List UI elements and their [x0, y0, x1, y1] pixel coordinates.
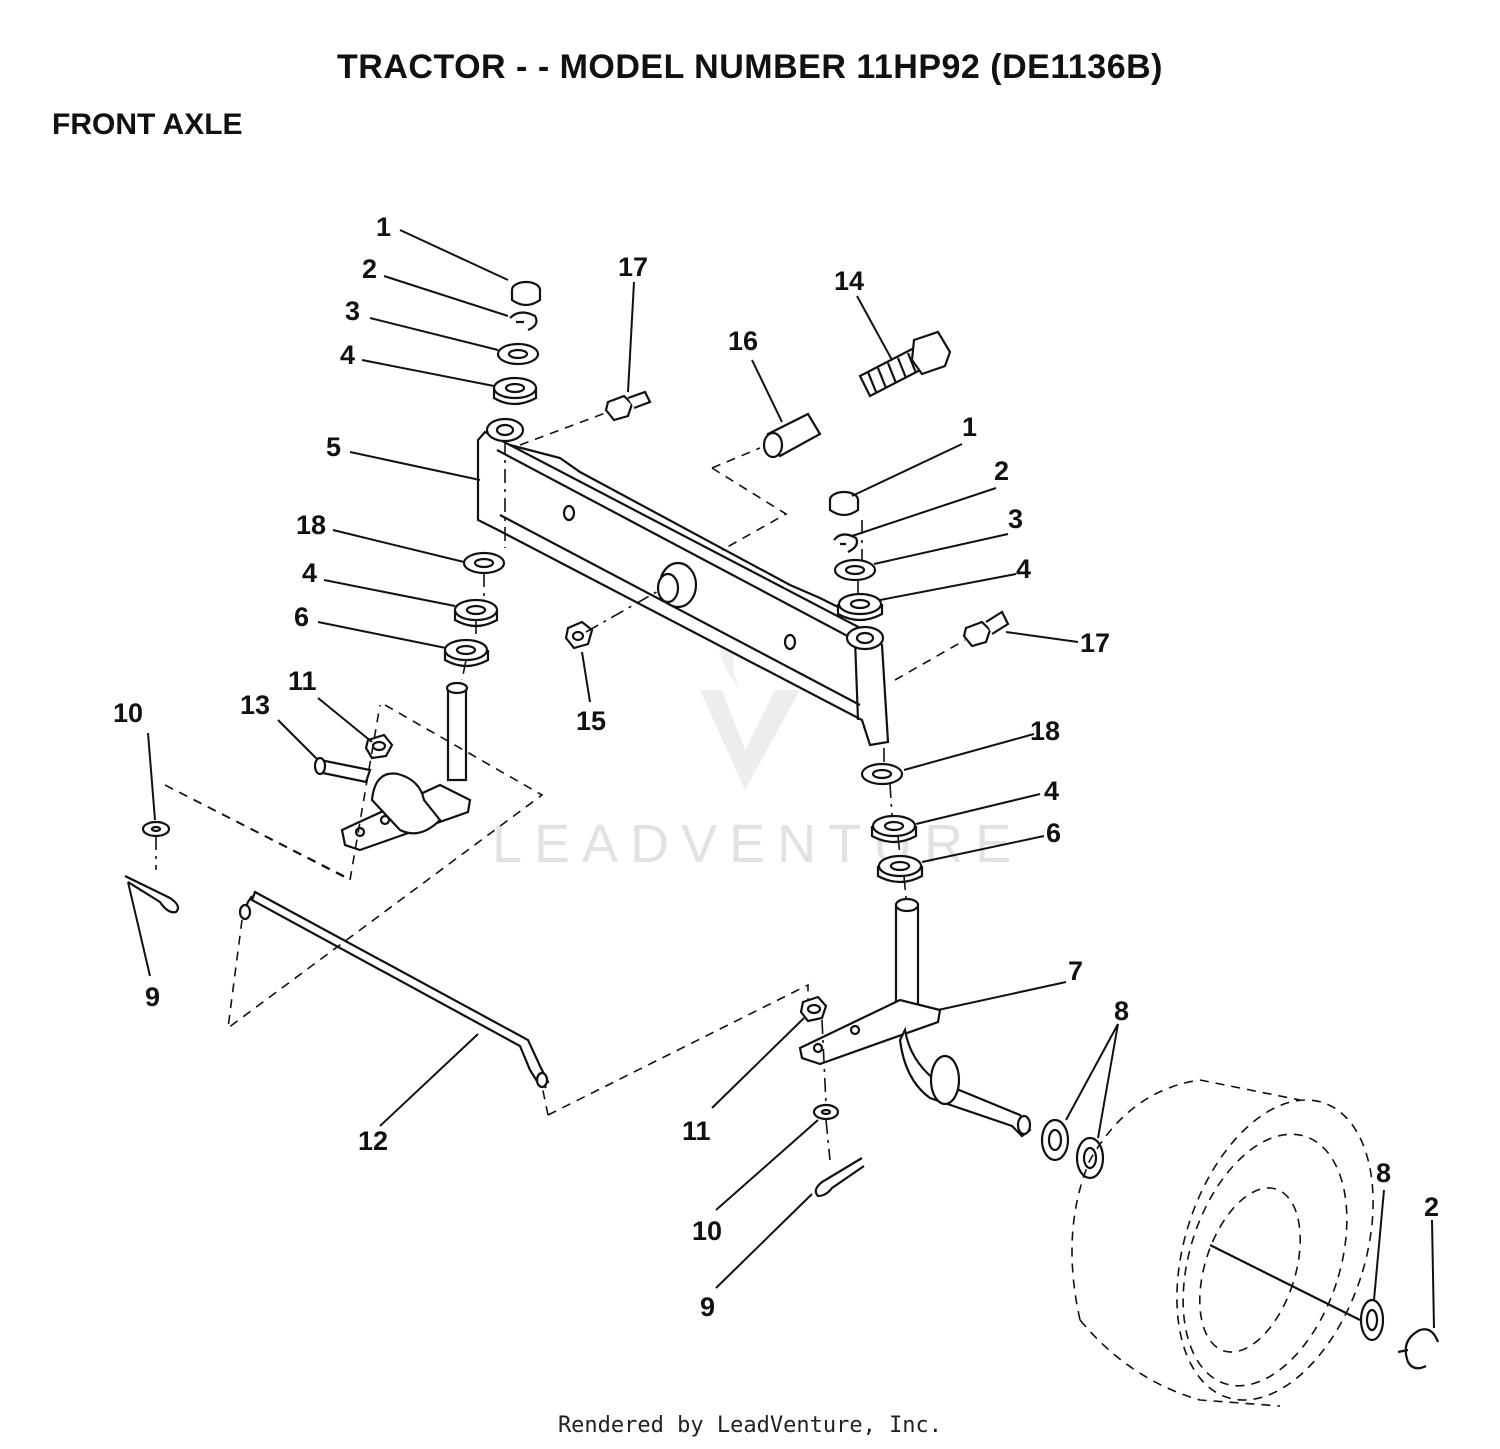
cotter-pin-9-right	[814, 1157, 865, 1198]
retaining-ring-top-right	[833, 533, 859, 553]
section-title: FRONT AXLE	[52, 108, 243, 141]
callout-1: 1	[962, 412, 977, 442]
callout-4: 4	[302, 558, 317, 588]
watermark-text: LEADVENTURE	[492, 814, 1023, 874]
nut-11-right	[799, 995, 828, 1023]
callout-1: 1	[376, 212, 391, 242]
callout-11: 11	[682, 1116, 711, 1146]
leader-lines	[127, 229, 1435, 1329]
callout-15: 15	[576, 706, 606, 736]
callout-8: 8	[1114, 996, 1129, 1026]
grease-fitting-17-right	[962, 610, 1010, 648]
callout-2: 2	[362, 254, 377, 284]
hub-cap-top-right	[828, 490, 860, 517]
spacer-16	[762, 412, 822, 459]
washers-8-spindle	[1040, 1118, 1105, 1180]
callout-2: 2	[994, 456, 1009, 486]
callout-6: 6	[1046, 818, 1061, 848]
callout-4: 4	[1016, 554, 1031, 584]
callout-14: 14	[834, 266, 864, 296]
callout-18: 18	[296, 510, 326, 540]
footer-credit: Rendered by LeadVenture, Inc.	[557, 1413, 943, 1438]
callout-12: 12	[358, 1126, 388, 1156]
callout-7: 7	[1068, 956, 1083, 986]
bolt-14	[858, 330, 952, 398]
washer-3-left	[496, 342, 540, 366]
washer-3-right	[833, 558, 877, 582]
callout-3: 3	[345, 296, 360, 326]
callout-3: 3	[1008, 504, 1023, 534]
hub-cap-top-left	[510, 280, 542, 307]
callout-17: 17	[1080, 628, 1110, 658]
callout-4: 4	[1044, 776, 1059, 806]
bearing-6-left	[443, 638, 490, 668]
axle-beam	[476, 417, 890, 747]
spindle-left	[340, 681, 472, 852]
callout-18: 18	[1030, 716, 1060, 746]
washer-18-right	[860, 762, 904, 786]
tie-rod-12	[238, 890, 550, 1089]
callout-8: 8	[1376, 1158, 1391, 1188]
callout-17: 17	[618, 252, 648, 282]
callout-2: 2	[1424, 1192, 1439, 1222]
callout-9: 9	[700, 1292, 715, 1322]
washer-10-left	[141, 820, 171, 838]
assembly-lines	[155, 411, 966, 1161]
bolt-13	[313, 756, 372, 784]
bushing-4-right-bottom	[870, 814, 918, 844]
bearing-6-right	[876, 854, 924, 884]
retaining-ring-2-wheel	[1397, 1328, 1440, 1370]
bushing-4-right-top	[836, 592, 884, 622]
nut-11-left	[364, 733, 394, 760]
bushing-4-left-top	[492, 376, 538, 406]
washer-8-wheel	[1359, 1298, 1385, 1342]
callout-9: 9	[145, 982, 160, 1012]
retaining-ring-top-left	[509, 311, 538, 332]
page-title: TRACTOR - - MODEL NUMBER 11HP92 (DE1136B…	[337, 48, 1163, 86]
callout-5: 5	[326, 432, 341, 462]
callout-11: 11	[288, 666, 317, 696]
spindle-right	[798, 897, 1032, 1138]
callout-16: 16	[728, 326, 758, 356]
washer-10-right	[812, 1103, 840, 1121]
grease-fitting-17-left	[604, 390, 652, 422]
washer-18-left	[462, 551, 506, 575]
callout-6: 6	[294, 602, 309, 632]
callout-13: 13	[240, 690, 270, 720]
callout-labels: 1 2 3 4 5 18 4 6 11 13 10 9 17 14 16 1 2…	[113, 212, 1439, 1322]
callout-10: 10	[692, 1216, 722, 1246]
callout-4: 4	[340, 340, 355, 370]
wheel-outline	[1071, 1079, 1374, 1407]
callout-10: 10	[113, 698, 143, 728]
nut-15	[564, 620, 594, 650]
cotter-pin-9-left	[124, 875, 180, 914]
